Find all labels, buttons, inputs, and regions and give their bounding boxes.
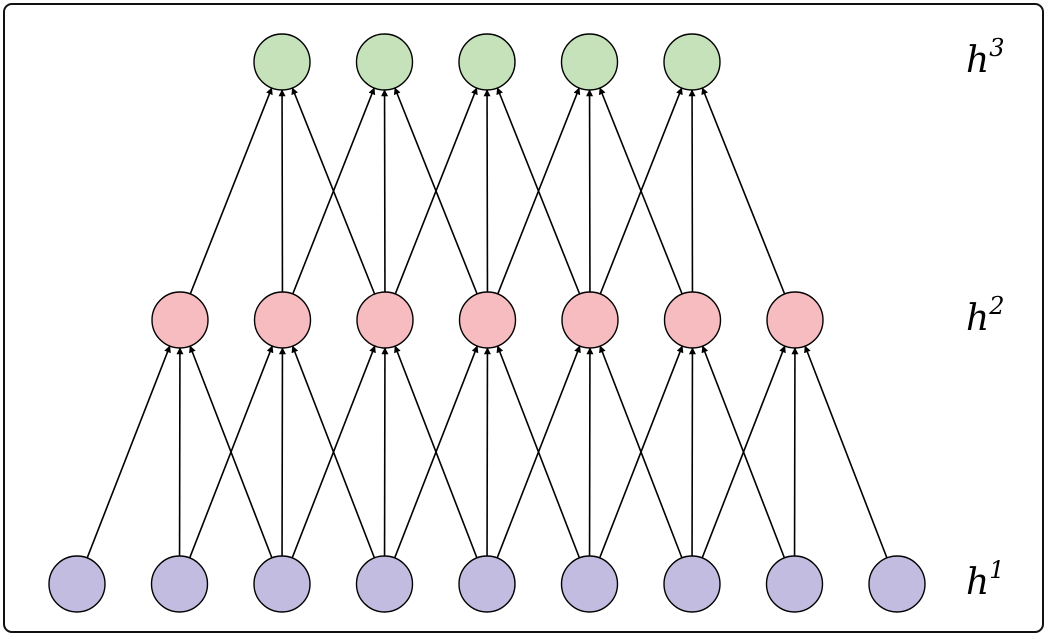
edge-h2-4-to-h3-4 [497,87,581,295]
node-h1-4 [355,555,414,613]
node-h3-2 [355,33,414,91]
edge-h2-1-to-h3-1 [189,87,273,295]
layer-label-h3: h3 [966,34,1004,81]
node-h1-6 [560,555,619,613]
edge-h1-4-to-h2-4 [393,345,479,559]
node-h1-3 [253,555,311,613]
node-h3-1 [253,33,311,91]
node-h2-3 [356,291,414,349]
edge-h1-5-to-h2-5 [496,345,581,559]
node-h1-5 [458,555,516,613]
node-h3-3 [458,33,516,91]
layer-label-h2: h2 [966,292,1004,339]
node-h1-1 [48,555,106,613]
neuron-nodes [48,33,926,613]
edge-h1-3-to-h2-3 [291,345,376,559]
node-h2-7 [766,291,824,349]
edge-h2-3-to-h3-3 [394,87,478,295]
node-h2-2 [253,291,312,349]
edge-h2-2-to-h3-2 [292,87,376,295]
edge-h1-1-to-h2-1 [86,345,171,559]
node-h3-4 [560,33,619,91]
node-h2-5 [561,291,619,349]
layer-label-h1: h1 [966,556,1004,603]
node-h2-6 [663,291,722,349]
edge-h1-6-to-h2-6 [598,345,684,559]
node-h1-2 [150,555,209,613]
node-h2-1 [151,291,209,349]
edge-h2-5-to-h3-5 [599,87,683,295]
edge-h2-7-to-h3-5 [701,87,786,295]
node-h1-9 [868,555,926,613]
edge-h1-2-to-h2-2 [188,345,274,559]
node-h2-4 [458,291,517,349]
edge-h1-7-to-h2-7 [701,345,786,559]
connection-edges [86,87,888,559]
edge-h1-9-to-h2-7 [804,345,888,559]
node-h1-8 [765,555,824,613]
node-h3-5 [663,33,721,91]
node-h1-7 [663,555,721,613]
